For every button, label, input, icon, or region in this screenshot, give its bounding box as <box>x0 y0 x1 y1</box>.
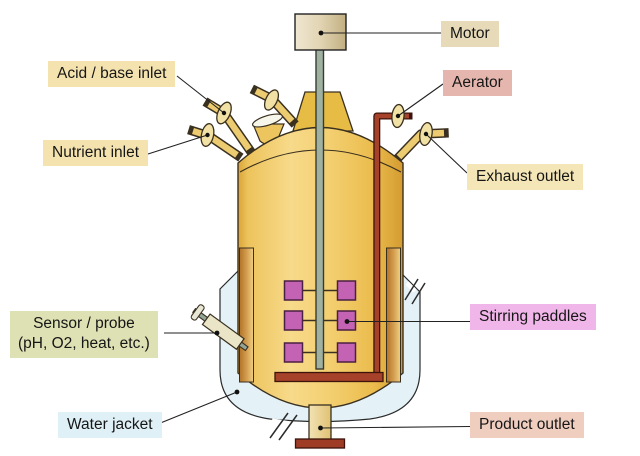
stirring-paddle <box>283 342 304 363</box>
sparger <box>274 371 384 383</box>
top-port-valve <box>263 89 280 111</box>
leader-lines <box>147 32 471 429</box>
baffle-right <box>386 247 401 383</box>
product-outlet-flange <box>294 438 346 449</box>
baffle-left <box>239 247 254 383</box>
stirring-paddle <box>336 280 357 301</box>
leader-dots <box>205 30 429 431</box>
sensor-probe <box>190 304 249 352</box>
stirring-paddle <box>283 280 304 301</box>
label-exhaust-outlet: Exhaust outlet <box>467 164 584 191</box>
label-motor: Motor <box>441 21 499 48</box>
label-sensor-probe-line2: (pH, O2, heat, etc.) <box>18 335 150 353</box>
agitator-shaft <box>315 48 325 370</box>
inoculation-port-lid <box>252 113 283 128</box>
label-stirring-paddles: Stirring paddles <box>470 304 596 331</box>
label-product-outlet: Product outlet <box>470 412 584 439</box>
label-water-jacket: Water jacket <box>58 412 162 439</box>
stirring-paddle <box>336 342 357 363</box>
label-nutrient-inlet: Nutrient inlet <box>43 140 149 167</box>
label-sensor-probe-line1: Sensor / probe <box>33 315 135 332</box>
label-sensor-probe: Sensor / probe (pH, O2, heat, etc.) <box>10 311 158 358</box>
jacket-break-marks <box>269 278 426 441</box>
label-aerator: Aerator <box>443 70 512 97</box>
stirring-paddle <box>283 310 304 331</box>
label-acid-base-inlet: Acid / base inlet <box>48 61 176 88</box>
product-outlet-pipe <box>308 404 332 441</box>
